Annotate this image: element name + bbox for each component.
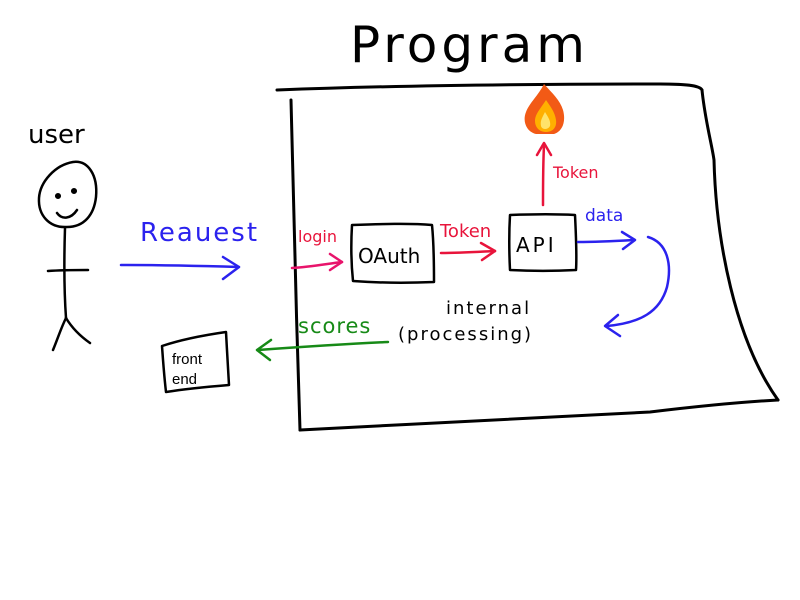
program-boundary-bottom <box>298 398 780 432</box>
oauth-token-arrow-head <box>479 241 497 262</box>
login-label: login <box>298 227 337 246</box>
internal-processing-label-line1: internal <box>446 298 531 319</box>
scores-label: scores <box>298 314 371 338</box>
data-return-arrow-head <box>603 313 622 338</box>
request-arrow <box>119 255 241 281</box>
request-arrow-line <box>119 263 241 269</box>
frontend-label-line1: front <box>172 351 203 368</box>
user-head <box>37 160 98 229</box>
oauth-node: OAuth <box>350 222 436 284</box>
api-label: API <box>516 233 557 257</box>
login-arrow-head <box>328 252 344 272</box>
api-token-arrow <box>535 141 553 207</box>
user-arms <box>46 268 90 273</box>
request-arrow-head <box>221 255 241 281</box>
scores-arrow-line <box>256 340 390 352</box>
frontend-node: front end <box>160 330 231 394</box>
data-arrow <box>576 230 637 251</box>
scores-arrow <box>255 338 390 362</box>
user-eye-right <box>70 187 78 195</box>
user-leg-left <box>51 316 68 352</box>
data-arrow-line <box>576 238 636 244</box>
data-label: data <box>585 206 623 226</box>
frontend-box <box>160 330 231 394</box>
request-label: Reauest <box>140 218 259 248</box>
oauth-label: OAuth <box>358 244 420 268</box>
user-body <box>63 226 68 320</box>
user-label: user <box>28 120 85 150</box>
program-boundary-right <box>700 88 780 402</box>
login-arrow <box>290 252 344 272</box>
program-boundary-top <box>275 82 704 92</box>
login-arrow-line <box>290 260 344 270</box>
program-boundary-left <box>289 98 302 432</box>
diagram-title: Program <box>350 16 589 74</box>
data-arrow-head <box>620 230 637 251</box>
fire-icon <box>524 84 565 134</box>
scores-arrow-head <box>255 338 273 362</box>
oauth-token-arrow <box>439 241 497 262</box>
fire-core <box>540 112 551 129</box>
frontend-label-line2: end <box>172 371 197 388</box>
oauth-token-arrow-line <box>439 249 497 255</box>
api-box <box>508 213 578 272</box>
api-token-arrow-line <box>541 143 546 207</box>
data-return-arrow <box>603 235 671 338</box>
data-return-arrow-line <box>605 235 671 328</box>
user-mouth <box>55 208 79 219</box>
program-boundary <box>275 82 780 432</box>
user-figure <box>37 160 98 352</box>
api-token-label: Token <box>552 163 599 182</box>
api-token-arrow-head <box>535 141 553 157</box>
user-eye-left <box>54 192 62 200</box>
api-node: API <box>508 213 578 272</box>
oauth-box <box>350 222 436 284</box>
user-leg-right <box>64 316 92 345</box>
internal-processing-label-line2: (processing) <box>398 324 533 345</box>
oauth-token-label: Token <box>439 221 491 242</box>
